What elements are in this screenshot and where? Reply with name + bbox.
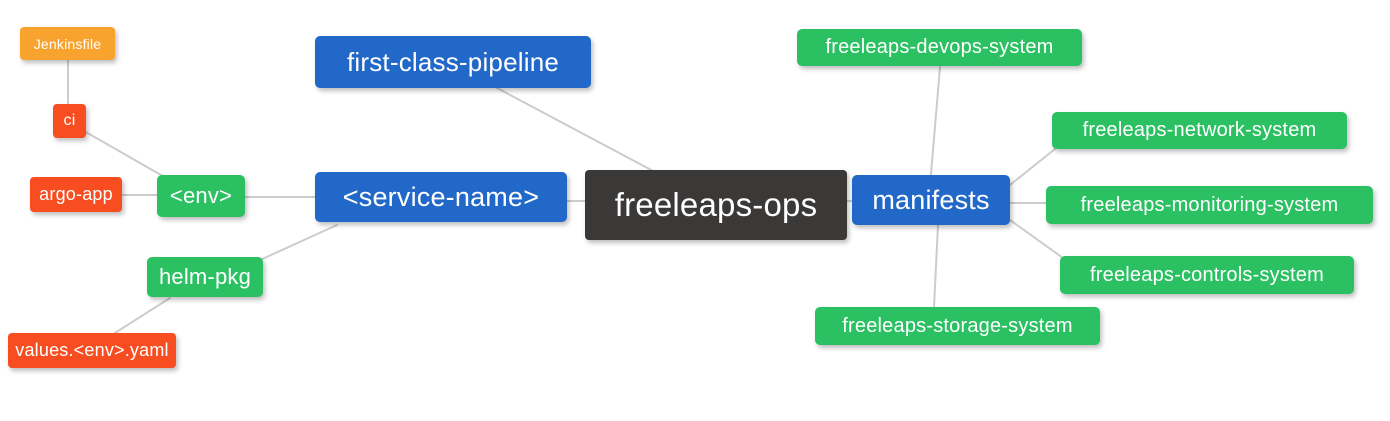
node-ci[interactable]: ci [53,104,86,138]
edge-manifests-network-system [1009,148,1056,186]
edge-values-helm-pkg [114,297,171,334]
node-freeleaps-ops[interactable]: freeleaps-ops [585,170,847,240]
edge-manifests-devops-system [930,66,941,175]
edge-ci-env [83,130,169,180]
node-freeleaps-controls-system[interactable]: freeleaps-controls-system [1060,256,1354,294]
node-argo-app[interactable]: argo-app [30,177,122,212]
node-helm-pkg[interactable]: helm-pkg [147,257,263,297]
node-freeleaps-devops-system[interactable]: freeleaps-devops-system [797,29,1082,66]
edge-helm-pkg-service-name [259,224,338,261]
node-freeleaps-storage-system[interactable]: freeleaps-storage-system [815,307,1100,345]
node-first-class-pipeline[interactable]: first-class-pipeline [315,36,591,88]
node-env[interactable]: <env> [157,175,245,217]
node-jenkinsfile[interactable]: Jenkinsfile [20,27,115,60]
node-freeleaps-network-system[interactable]: freeleaps-network-system [1052,112,1347,149]
node-service-name[interactable]: <service-name> [315,172,567,222]
edge-pipeline-freeleaps-ops [496,87,656,173]
edge-manifests-controls-system [1009,219,1064,259]
node-values-env-yaml[interactable]: values.<env>.yaml [8,333,176,368]
edge-manifests-storage-system [933,224,939,308]
node-manifests[interactable]: manifests [852,175,1010,225]
node-freeleaps-monitoring-system[interactable]: freeleaps-monitoring-system [1046,186,1373,224]
